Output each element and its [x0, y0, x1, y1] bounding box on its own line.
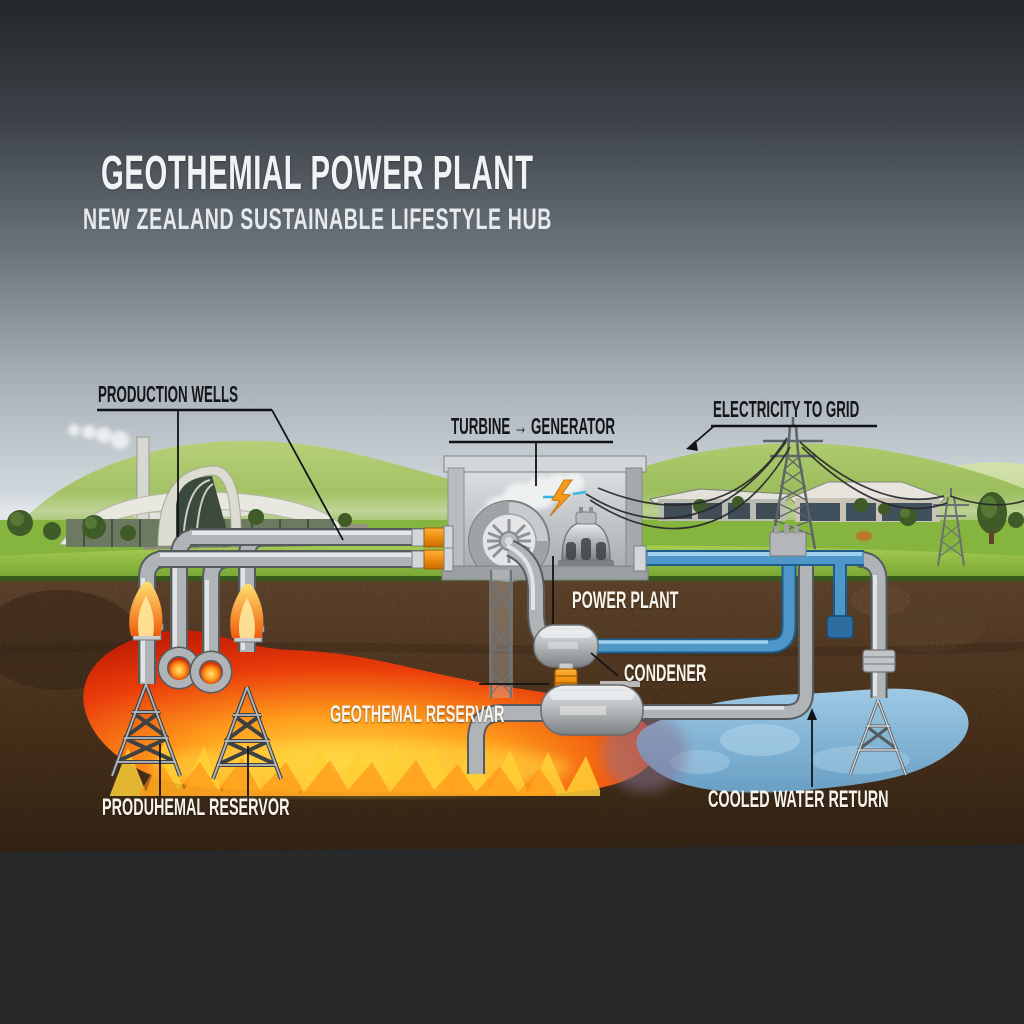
callout-power-plant: POWER PLANT	[572, 587, 679, 614]
injection-stub-cap	[826, 615, 854, 639]
chimney-steam-cloud	[68, 424, 129, 449]
page-subtitle: NEW ZEALAND SUSTAINABLE LIFESTYLE HUB	[83, 203, 552, 236]
derrick-right	[211, 686, 283, 780]
orange-bush	[856, 531, 872, 541]
bottom-dark-band	[0, 845, 1024, 1024]
well-flame	[129, 581, 163, 636]
transmission-tower-main	[763, 417, 823, 550]
callout-lines	[97, 408, 877, 796]
power-lines	[585, 437, 1024, 530]
callout-production-wells: PRODUCTION WELLS	[98, 381, 239, 407]
callout-condenser: CONDENER	[624, 660, 707, 687]
orange-coupling	[411, 525, 454, 572]
callout-turbine-generator: TURBINE → GENERATOR	[451, 413, 616, 439]
steam-pipelines	[158, 525, 454, 572]
lightning-bolt-icon	[543, 479, 587, 517]
condenser-tank	[533, 624, 599, 668]
transmission-tower-small	[933, 488, 969, 567]
generator	[558, 507, 614, 570]
derrick-injection	[848, 699, 908, 776]
blue-water-pipes	[596, 545, 864, 654]
power-plant-building	[441, 455, 649, 582]
lattice-casing	[489, 570, 513, 698]
callout-electricity-to-grid: ELECTRICITY TO GRID	[713, 396, 860, 422]
well-flame	[230, 583, 264, 638]
heat-exchanger-tank	[540, 681, 644, 736]
callout-geothermal-reservoir: GEOTHEMAL RESERVAR	[330, 701, 505, 728]
callout-production-reservoir: PRODUHEMAL RESERVOR	[102, 794, 290, 821]
pipe-junction-block	[769, 524, 807, 557]
page-title: GEOTHEMIAL POWER PLANT	[101, 147, 534, 200]
callout-cooled-water-return: COOLED WATER RETURN	[708, 786, 889, 813]
derrick-left	[110, 683, 182, 777]
